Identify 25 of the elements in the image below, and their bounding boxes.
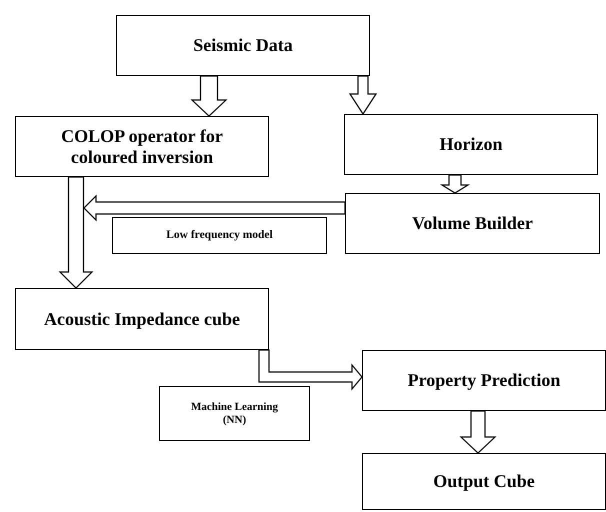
box-label: Acoustic Impedance cube xyxy=(44,308,240,330)
process-box xyxy=(362,453,606,510)
block-arrow xyxy=(83,194,346,222)
block-arrow xyxy=(258,349,363,391)
process-box xyxy=(116,15,370,76)
process-box xyxy=(15,116,269,177)
box-label: Output Cube xyxy=(433,471,535,492)
box-label: Property Prediction xyxy=(408,370,560,391)
process-box xyxy=(362,350,606,411)
process-box xyxy=(15,288,269,350)
box-label: Low frequency model xyxy=(166,228,273,242)
process-box xyxy=(159,386,310,441)
box-label: Machine Learning (NN) xyxy=(190,400,280,426)
box-label: Volume Builder xyxy=(412,213,533,234)
process-box xyxy=(112,217,327,254)
block-arrow xyxy=(58,176,94,289)
box-label: Horizon xyxy=(440,134,502,155)
process-box xyxy=(344,114,598,175)
block-arrow xyxy=(440,174,470,194)
block-arrow xyxy=(459,410,497,454)
block-arrow xyxy=(348,75,378,116)
process-box xyxy=(345,193,600,254)
block-arrow xyxy=(190,75,228,117)
box-label: COLOP operator for coloured inversion xyxy=(60,126,224,168)
box-label: Seismic Data xyxy=(193,35,293,56)
